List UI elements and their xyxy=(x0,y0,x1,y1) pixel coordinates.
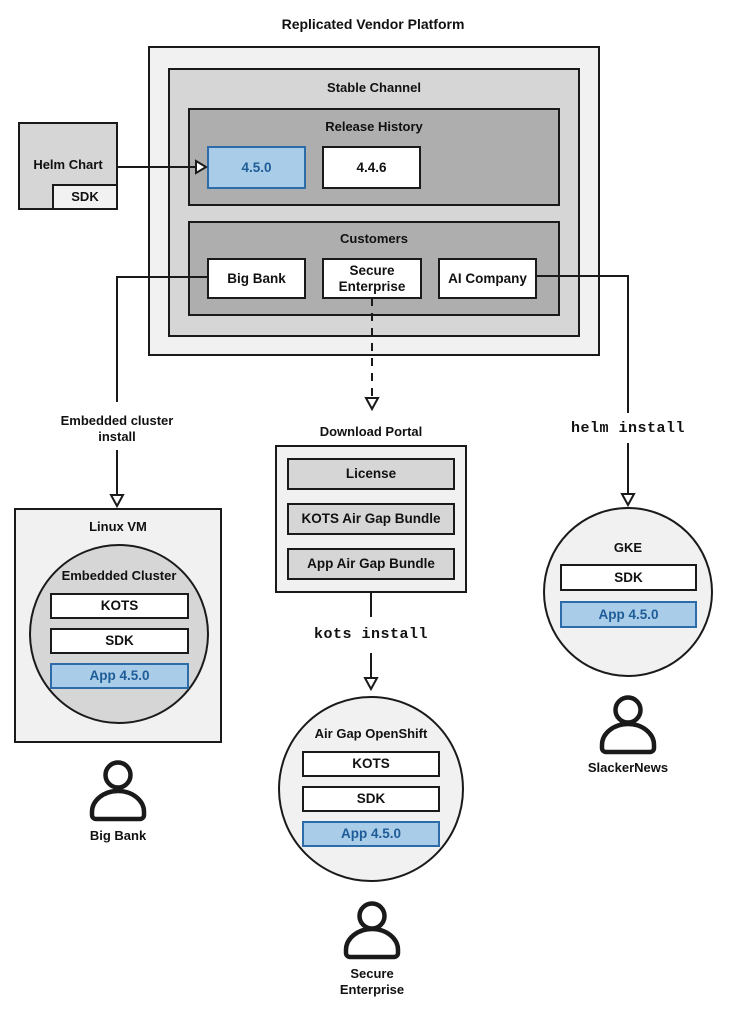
user-slackernews-icon xyxy=(602,698,654,753)
stable-channel-label: Stable Channel xyxy=(327,80,421,95)
customer-big-bank: Big Bank xyxy=(207,258,306,299)
release-4-5-0: 4.5.0 xyxy=(207,146,306,189)
download-portal-box: License KOTS Air Gap Bundle App Air Gap … xyxy=(275,445,467,593)
helm-chart-label: Helm Chart xyxy=(33,157,103,172)
gke-label: GKE xyxy=(613,540,643,555)
release-history-label: Release History xyxy=(325,119,423,134)
app-version-label: App 4.5.0 xyxy=(598,606,659,622)
kots-label: KOTS xyxy=(100,598,139,614)
helm-chart-box: Helm Chart SDK xyxy=(18,122,118,210)
app-air-gap-bundle-box: App Air Gap Bundle xyxy=(287,548,455,580)
user-secure-enterprise-label: Secure Enterprise xyxy=(339,966,405,997)
linux-vm-box: Linux VM Embedded Cluster KOTS SDK App 4… xyxy=(14,508,222,743)
customer-name: Secure Enterprise xyxy=(338,263,406,294)
kots-label: KOTS xyxy=(352,756,390,772)
user-slackernews-label: SlackerNews xyxy=(587,760,669,775)
kots-box: KOTS xyxy=(50,593,189,619)
helm-install-label: helm install xyxy=(570,420,686,437)
download-portal-label: Download Portal xyxy=(319,424,423,439)
embedded-cluster-install-label: Embedded cluster install xyxy=(60,413,174,444)
sdk-label: SDK xyxy=(356,791,386,807)
arrowhead-linux-vm-icon xyxy=(111,495,123,506)
user-big-bank-label: Big Bank xyxy=(89,828,147,843)
sdk-box: SDK xyxy=(560,564,697,591)
customer-secure-enterprise: Secure Enterprise xyxy=(322,258,422,299)
stable-channel-box: Stable Channel Release History 4.5.0 4.4… xyxy=(168,68,580,337)
sdk-label: SDK xyxy=(71,188,99,204)
air-gap-openshift-label: Air Gap OpenShift xyxy=(314,726,428,741)
customers-box: Customers Big Bank Secure Enterprise AI … xyxy=(188,221,560,316)
license-box: License xyxy=(287,458,455,490)
app-version-box: App 4.5.0 xyxy=(302,821,440,847)
sdk-box: SDK xyxy=(50,628,189,654)
release-history-box: Release History 4.5.0 4.4.6 xyxy=(188,108,560,206)
air-gap-openshift-circle: Air Gap OpenShift KOTS SDK App 4.5.0 xyxy=(278,696,464,882)
license-label: License xyxy=(345,466,397,482)
customer-ai-company: AI Company xyxy=(438,258,537,299)
user-big-bank-icon xyxy=(92,763,144,820)
diagram-title: Replicated Vendor Platform xyxy=(281,16,465,32)
kots-box: KOTS xyxy=(302,751,440,777)
arrowhead-air-gap-icon xyxy=(365,678,377,689)
user-secure-enterprise-icon xyxy=(346,904,398,958)
embedded-cluster-label: Embedded Cluster xyxy=(61,568,177,583)
app-version-box: App 4.5.0 xyxy=(50,663,189,689)
sdk-label: SDK xyxy=(614,569,643,585)
bundle-label: KOTS Air Gap Bundle xyxy=(301,511,441,527)
sdk-label: SDK xyxy=(105,633,134,649)
release-4-4-6: 4.4.6 xyxy=(322,146,421,189)
app-version-box: App 4.5.0 xyxy=(560,601,697,628)
customer-name: AI Company xyxy=(448,270,527,286)
arrowhead-download-portal-icon xyxy=(366,398,378,409)
helm-chart-sdk-box: SDK xyxy=(52,184,118,210)
customer-name: Big Bank xyxy=(227,270,286,286)
customers-label: Customers xyxy=(340,231,408,246)
arrowhead-gke-icon xyxy=(622,494,634,505)
release-version: 4.5.0 xyxy=(241,159,272,175)
app-version-label: App 4.5.0 xyxy=(340,826,402,842)
bundle-label: App Air Gap Bundle xyxy=(307,556,435,572)
linux-vm-label: Linux VM xyxy=(89,519,147,534)
gke-circle: GKE SDK App 4.5.0 xyxy=(543,507,713,677)
kots-air-gap-bundle-box: KOTS Air Gap Bundle xyxy=(287,503,455,535)
kots-install-label: kots install xyxy=(313,626,429,643)
release-version: 4.4.6 xyxy=(356,159,387,175)
sdk-box: SDK xyxy=(302,786,440,812)
app-version-label: App 4.5.0 xyxy=(89,668,150,684)
embedded-cluster-circle: Embedded Cluster KOTS SDK App 4.5.0 xyxy=(29,544,209,724)
